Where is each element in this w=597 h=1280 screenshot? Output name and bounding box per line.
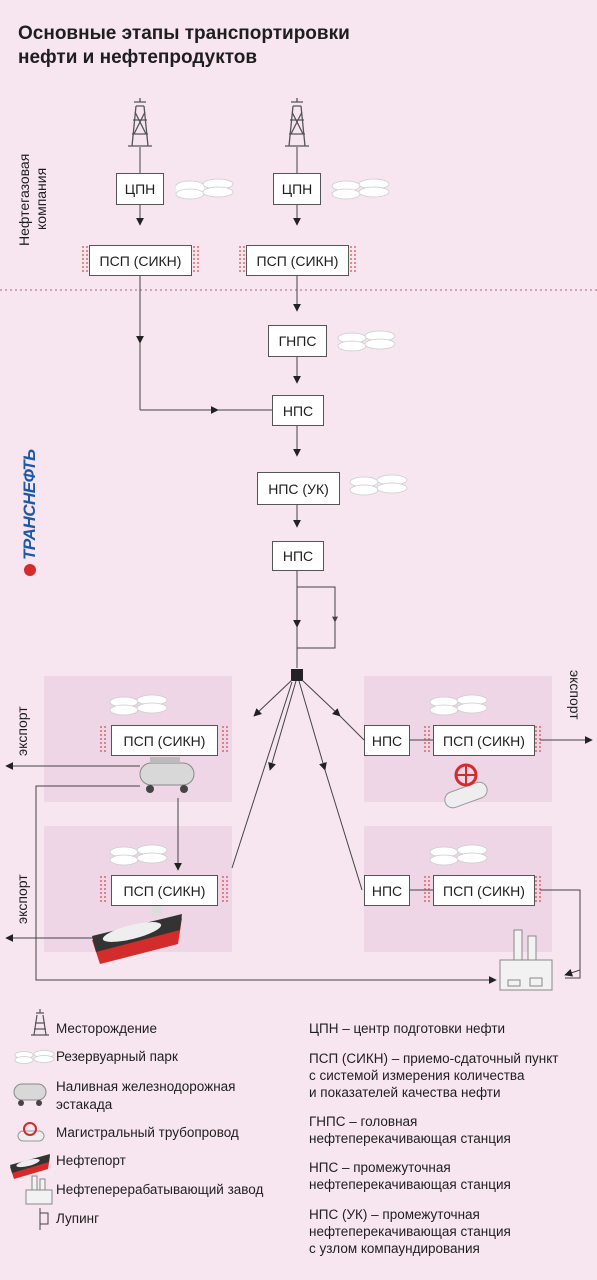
transneft-logo-text: ТРАНСНЕФТЬ: [20, 449, 39, 560]
legend-tank-farm-icon: [14, 1050, 55, 1064]
definition-gnps: ГНПС – головная нефтеперекачивающая стан…: [309, 1113, 511, 1147]
psp-box-port-export: ПСП (СИКН): [111, 875, 218, 906]
definition-nps-line-2: нефтеперекачивающая станция: [309, 1177, 511, 1192]
psp-box-left: ПСП (СИКН): [89, 245, 192, 276]
title-line-1: Основные этапы транспортировки: [18, 23, 350, 44]
definition-nps-uk: НПС (УК) – промежуточная нефтеперекачива…: [309, 1206, 511, 1257]
nps-box-2: НПС: [272, 541, 324, 571]
export-label-top-left: экспорт: [14, 706, 30, 756]
oil-company-label: Нефтегазовая компания: [16, 154, 50, 246]
export-label-bottom-left: экспорт: [14, 874, 30, 924]
oil-derrick-icon-right: [285, 98, 309, 147]
definition-gnps-line-1: ГНПС – головная: [309, 1114, 418, 1129]
definition-nps-uk-line-2: нефтеперекачивающая станция: [309, 1224, 511, 1239]
refinery-icon: [499, 929, 553, 991]
gnps-box: ГНПС: [268, 325, 327, 357]
looping-line: [297, 586, 336, 649]
definition-nps-uk-line-1: НПС (УК) – промежуточная: [309, 1207, 480, 1222]
definition-psp: ПСП (СИКН) – приемо-сдаточный пункт с си…: [309, 1050, 558, 1101]
tank-farm-icon: [109, 178, 488, 866]
legend-tanker-ship-icon: [10, 1154, 50, 1179]
definition-psp-line-1: ПСП (СИКН) – приемо-сдаточный пункт: [309, 1051, 559, 1066]
legend-rail-tank-icon: [13, 1083, 47, 1106]
legend-item-rail: Наливная железнодорожная эстакада: [56, 1078, 235, 1114]
transneft-logo: ТРАНСНЕФТЬ: [20, 449, 40, 576]
definition-nps-uk-line-3: с узлом компаундирования: [309, 1241, 480, 1256]
legend-looping-icon: [39, 1208, 49, 1230]
oil-company-label-line-1: Нефтегазовая: [16, 153, 32, 246]
oil-company-label-line-2: компания: [33, 167, 49, 230]
legend-refinery-icon: [25, 1175, 53, 1205]
legend-item-looping: Лупинг: [56, 1211, 99, 1226]
definition-gnps-line-2: нефтеперекачивающая станция: [309, 1131, 511, 1146]
legend-item-tank-farm: Резервуарный парк: [56, 1049, 178, 1064]
pipeline-valve-icon: [444, 763, 488, 809]
transneft-logo-icon: [24, 564, 36, 576]
psp-box-pipe-export: ПСП (СИКН): [433, 725, 535, 756]
legend-item-rail-line-2: эстакада: [56, 1097, 113, 1112]
page-title: Основные этапы транспортировки нефти и н…: [18, 22, 578, 70]
cpn-box-left: ЦПН: [116, 173, 164, 205]
nps-box-refinery: НПС: [364, 875, 410, 906]
legend-item-rail-line-1: Наливная железнодорожная: [56, 1079, 236, 1094]
nps-box-1: НПС: [272, 395, 324, 426]
cpn-box-right: ЦПН: [273, 173, 321, 205]
psp-box-rail-export: ПСП (СИКН): [111, 725, 218, 756]
distribution-node: [291, 669, 303, 681]
definition-psp-line-3: и показателей качества нефти: [309, 1085, 501, 1100]
psp-box-right: ПСП (СИКН): [246, 245, 349, 276]
rail-tank-icon: [139, 757, 195, 793]
legend-item-port: Нефтепорт: [56, 1153, 126, 1168]
nps-box-export: НПС: [364, 725, 410, 756]
oil-derrick-icon-left: [128, 98, 152, 147]
definition-cpn: ЦПН – центр подготовки нефти: [309, 1020, 505, 1037]
psp-box-refinery: ПСП (СИКН): [433, 875, 535, 906]
legend-item-pipeline: Магистральный трубопровод: [56, 1125, 239, 1140]
legend-pipeline-valve-icon: [17, 1122, 45, 1142]
tanker-ship-icon: [92, 906, 182, 964]
export-label-right: экспорт: [567, 670, 583, 720]
legend-oil-derrick-icon: [31, 1009, 49, 1036]
legend-item-refinery: Нефтеперерабатывающий завод: [56, 1182, 264, 1197]
definition-psp-line-2: с системой измерения количества: [309, 1068, 525, 1083]
definition-cpn-line-1: ЦПН – центр подготовки нефти: [309, 1021, 506, 1036]
title-line-2: нефти и нефтепродуктов: [18, 47, 258, 68]
nps-uk-box: НПС (УК): [257, 472, 340, 505]
legend-item-field: Месторождение: [56, 1021, 157, 1036]
definition-nps-line-1: НПС – промежуточная: [309, 1160, 451, 1175]
definition-nps: НПС – промежуточная нефтеперекачивающая …: [309, 1159, 511, 1193]
